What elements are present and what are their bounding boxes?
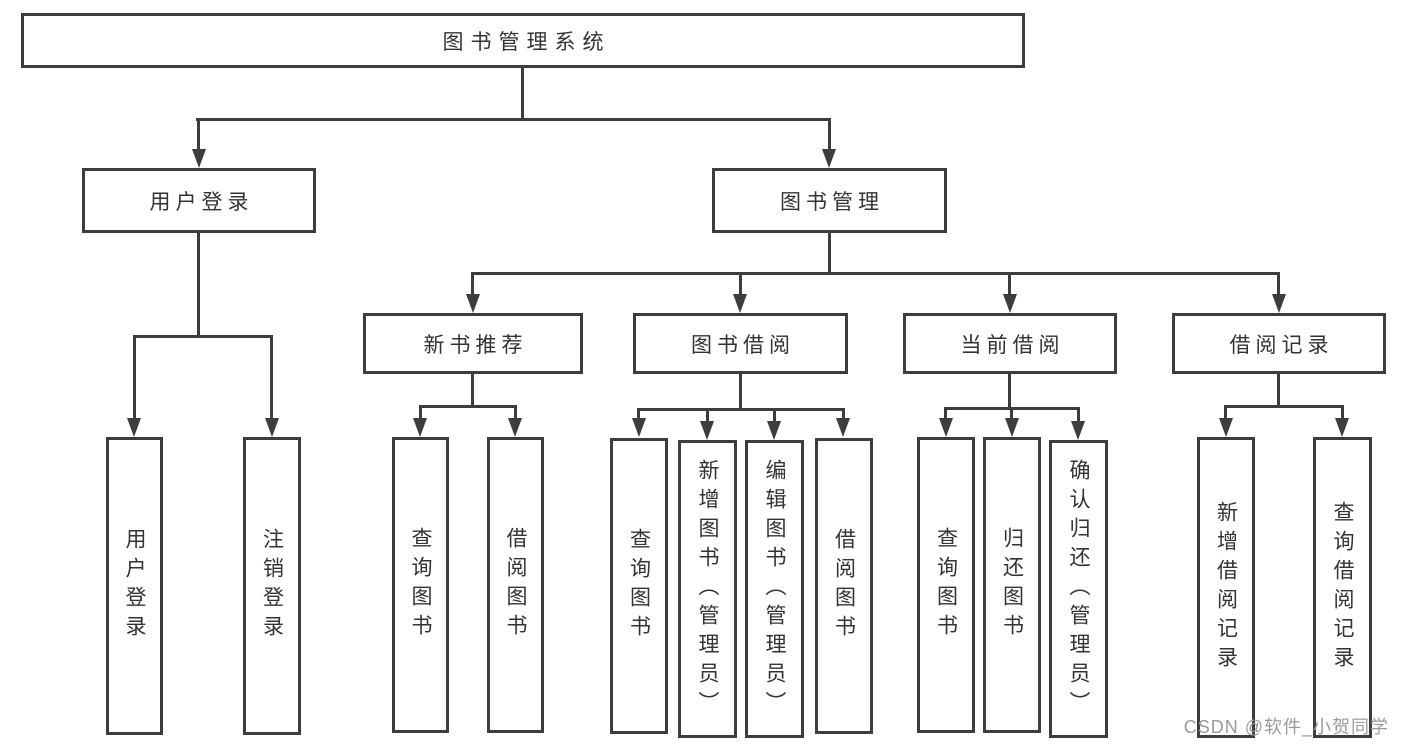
- connector-to-borrow-books-2: [842, 408, 845, 420]
- arrowhead-down-icon: [265, 418, 279, 437]
- leaf-query-books-1: 查询图书: [392, 437, 449, 733]
- connector-to-leaf-logout: [270, 335, 273, 420]
- connector-user-login-drop: [197, 233, 200, 335]
- connector-new-rec-drop: [471, 374, 474, 405]
- arrowhead-down-icon: [733, 294, 747, 313]
- connector-to-return-books: [1010, 407, 1013, 420]
- leaf-user-login: 用户登录: [106, 437, 163, 735]
- connector-level2-bar: [471, 272, 1280, 275]
- arrowhead-down-icon: [508, 418, 522, 437]
- arrowhead-down-icon: [822, 149, 836, 168]
- node-library-management-system: 图书管理系统: [21, 13, 1025, 68]
- arrowhead-down-icon: [632, 418, 646, 437]
- node-book-borrowing: 图书借阅: [633, 313, 848, 374]
- arrowhead-down-icon: [1219, 418, 1233, 437]
- connector-user-login-bar: [133, 335, 273, 338]
- arrowhead-down-icon: [1272, 294, 1286, 313]
- connector-to-current-borrowing: [1008, 272, 1011, 296]
- node-user-login: 用户登录: [82, 168, 316, 233]
- leaf-query-books-2: 查询图书: [610, 438, 668, 734]
- arrowhead-down-icon: [767, 421, 781, 440]
- connector-to-query-books-1: [419, 405, 422, 420]
- leaf-query-borrow-record: 查询借阅记录: [1313, 437, 1372, 738]
- connector-root-drop: [521, 68, 524, 118]
- connector-to-leaf-user-login: [133, 335, 136, 420]
- connector-to-new-book-recommendation: [471, 272, 474, 296]
- leaf-query-books-3: 查询图书: [917, 437, 975, 733]
- connector-borrow-records-drop: [1277, 374, 1280, 405]
- connector-to-query-books-2: [637, 408, 640, 420]
- connector-to-borrowing-records: [1277, 272, 1280, 296]
- connector-to-user-login: [197, 118, 200, 151]
- leaf-confirm-return-admin: 确认归还（管理员）: [1049, 440, 1108, 738]
- leaf-borrow-books-1: 借阅图书: [487, 437, 544, 733]
- connector-to-add-record: [1224, 405, 1227, 420]
- connector-to-confirm-return: [1077, 407, 1080, 423]
- arrowhead-down-icon: [413, 418, 427, 437]
- connector-borrow-records-bar: [1224, 405, 1344, 408]
- node-borrowing-records: 借阅记录: [1172, 313, 1386, 374]
- connector-current-borrowing-drop: [1008, 374, 1011, 407]
- connector-to-query-books-3: [944, 407, 947, 420]
- connector-book-management-drop: [828, 233, 831, 272]
- arrowhead-down-icon: [127, 418, 141, 437]
- leaf-logout: 注销登录: [243, 437, 301, 735]
- connector-new-rec-bar: [419, 405, 517, 408]
- node-current-borrowing: 当前借阅: [903, 313, 1117, 374]
- connector-to-book-management: [828, 118, 831, 151]
- leaf-edit-book-admin: 编辑图书（管理员）: [745, 440, 804, 738]
- arrowhead-down-icon: [1005, 418, 1019, 437]
- node-new-book-recommendation: 新书推荐: [363, 313, 583, 374]
- leaf-borrow-books-2: 借阅图书: [815, 438, 873, 734]
- arrowhead-down-icon: [1335, 418, 1349, 437]
- connector-to-borrow-books-1: [514, 405, 517, 420]
- arrowhead-down-icon: [1003, 294, 1017, 313]
- arrowhead-down-icon: [466, 294, 480, 313]
- node-book-management: 图书管理: [712, 168, 947, 233]
- connector-to-add-book: [706, 408, 709, 423]
- arrowhead-down-icon: [1071, 421, 1085, 440]
- connector-to-edit-book: [773, 408, 776, 423]
- connector-level1-bar: [196, 118, 831, 121]
- arrowhead-down-icon: [700, 421, 714, 440]
- leaf-return-books: 归还图书: [983, 437, 1041, 733]
- arrowhead-down-icon: [939, 418, 953, 437]
- arrowhead-down-icon: [192, 149, 206, 168]
- connector-to-book-borrowing: [739, 272, 742, 296]
- csdn-watermark: CSDN @软件_小贺同学: [1183, 717, 1389, 737]
- connector-book-borrowing-drop: [739, 374, 742, 408]
- leaf-add-borrow-record: 新增借阅记录: [1197, 437, 1255, 738]
- arrowhead-down-icon: [836, 418, 850, 437]
- connector-to-query-record: [1341, 405, 1344, 420]
- connector-book-borrowing-bar: [637, 408, 845, 411]
- leaf-add-book-admin: 新增图书（管理员）: [678, 440, 737, 738]
